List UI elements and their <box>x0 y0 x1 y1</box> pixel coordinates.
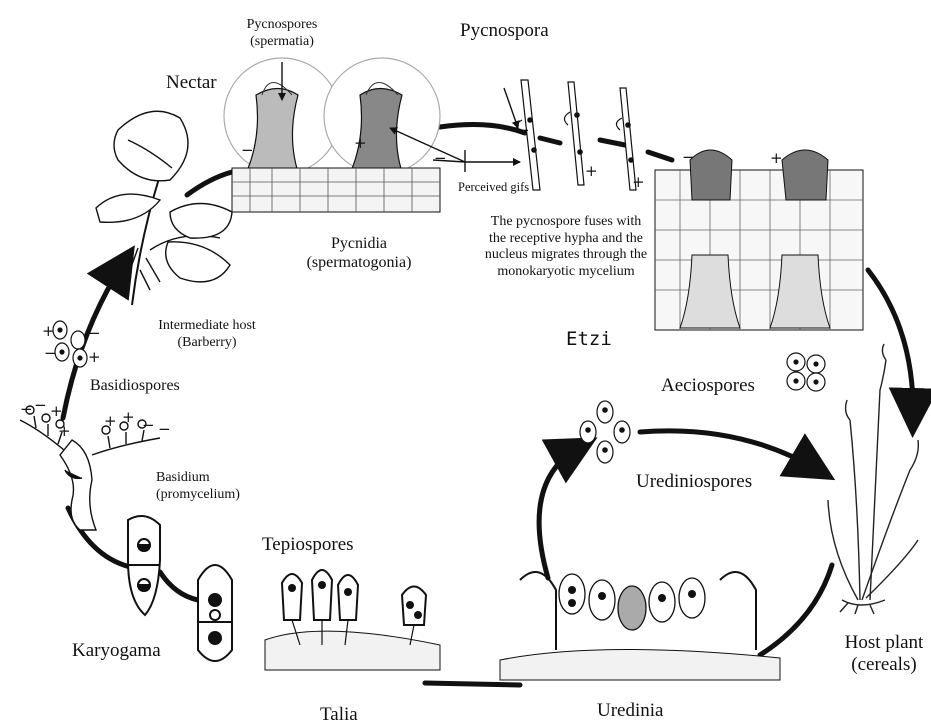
aecia-illustration <box>655 150 863 330</box>
cereal-plant-illustration <box>828 344 918 614</box>
basidiospores-cluster <box>53 321 87 367</box>
sign-plus: + <box>632 173 645 191</box>
basidium-label: Basidium (promycelium) <box>156 470 240 503</box>
urediniospores-label: Urediniospores <box>636 471 752 493</box>
receptive-hyphae-illustration <box>516 80 636 190</box>
talia-label: Talia <box>320 704 358 726</box>
aeciospores-label: Aeciospores <box>661 375 755 397</box>
sign-minus: − <box>158 420 171 438</box>
sign-plus: + <box>770 149 783 167</box>
sign-minus: − <box>20 400 33 418</box>
arrow-talia-to-uredinia <box>425 683 520 685</box>
sign-plus: + <box>122 408 135 426</box>
urediniospores-cluster <box>580 401 630 463</box>
sign-plus: + <box>42 322 55 340</box>
arrow-uredinia-to-host <box>760 565 832 655</box>
sign-minus: − <box>682 148 695 166</box>
etzi-label: Etzi <box>566 328 612 350</box>
pycnidia-illustration <box>224 58 440 212</box>
perceived-gifs-label: Perceived gifs <box>458 180 529 195</box>
uredinia-illustration <box>500 572 780 680</box>
sign-plus: + <box>50 402 63 420</box>
sign-minus: − <box>142 416 155 434</box>
pycnospore-fusion-caption: The pycnospore fuses with the receptive … <box>446 214 686 280</box>
sign-minus: − <box>434 149 447 167</box>
arrow-pycnospora-dash-2 <box>600 140 625 145</box>
sign-plus: + <box>585 162 598 180</box>
karyogama-label: Karyogama <box>72 640 161 662</box>
basidium-illustration <box>20 406 160 530</box>
intermediate-host-label: Intermediate host (Barberry) <box>146 318 268 351</box>
basidiospores-label: Basidiospores <box>90 377 180 396</box>
sign-plus: + <box>88 348 101 366</box>
arrow-barberry-to-pycnidia <box>187 172 232 195</box>
sign-plus: + <box>104 412 117 430</box>
arrow-pycnospora-dash-3 <box>648 152 672 160</box>
uredinia-label: Uredinia <box>597 700 663 722</box>
telia-illustration <box>265 570 440 670</box>
arrow-teliospores-to-karyogama <box>160 572 198 600</box>
arrow-urediniospores-to-host <box>640 431 818 470</box>
sign-plus: + <box>58 422 71 440</box>
sign-minus: − <box>44 344 57 362</box>
sign-plus: + <box>354 134 367 152</box>
pycnidia-label: Pycnidia (spermatogonia) <box>304 235 414 273</box>
host-plant-label: Host plant (cereals) <box>832 632 931 677</box>
aeciospores-cluster <box>787 353 825 391</box>
sign-minus: − <box>517 121 530 139</box>
pycnospora-label: Pycnospora <box>460 20 549 42</box>
pycnospores-label: Pycnospores (spermatia) <box>236 17 328 50</box>
nectar-label: Nectar <box>166 72 217 94</box>
arrow-aecia-to-host <box>868 270 913 418</box>
tepiospores-label: Tepiospores <box>262 534 354 556</box>
arrow-uredinia-up <box>539 447 580 578</box>
sign-minus: − <box>241 141 254 159</box>
sign-minus: − <box>34 396 47 414</box>
sign-minus: − <box>88 324 101 342</box>
arrow-pycnospora-dash-1 <box>540 138 560 143</box>
arrow-pycnidia-to-pycnospora <box>440 125 525 133</box>
